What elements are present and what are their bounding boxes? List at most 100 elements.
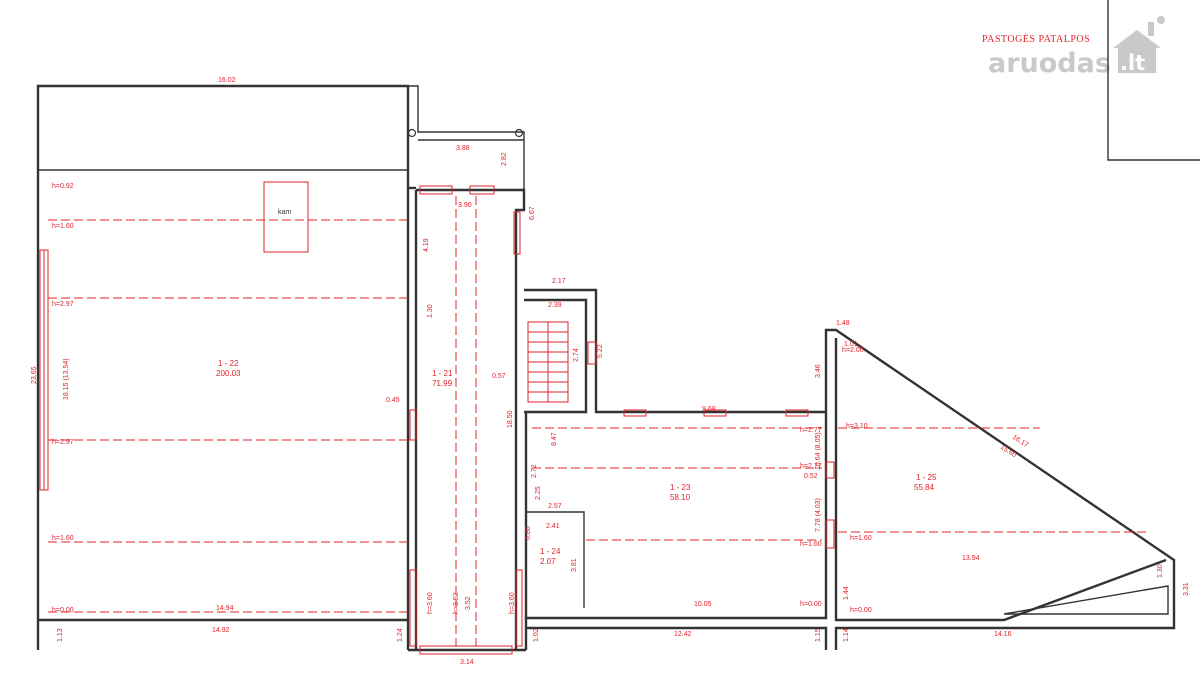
svg-text:h=1.60: h=1.60 bbox=[800, 541, 822, 548]
svg-text:1.13: 1.13 bbox=[57, 628, 64, 642]
logo-brand: aruodas bbox=[988, 48, 1111, 79]
svg-text:3.46: 3.46 bbox=[815, 364, 822, 378]
svg-text:1.30: 1.30 bbox=[1157, 564, 1164, 578]
svg-text:1.02: 1.02 bbox=[533, 628, 540, 642]
corridor-balcony bbox=[408, 85, 525, 190]
svg-text:h=3.10: h=3.10 bbox=[846, 423, 868, 430]
openings: kam bbox=[39, 181, 835, 655]
room-25-inner-wall bbox=[834, 338, 1167, 622]
svg-text:2.41: 2.41 bbox=[546, 523, 560, 530]
stair-icon bbox=[527, 321, 569, 403]
logo-suffix: .lt bbox=[1120, 51, 1145, 75]
room-24-id: 1 - 24 bbox=[540, 547, 561, 556]
svg-text:0.52: 0.52 bbox=[804, 473, 818, 480]
svg-text:4.19: 4.19 bbox=[423, 238, 430, 252]
svg-text:16.17: 16.17 bbox=[1011, 434, 1030, 449]
room-24-area: 2.07 bbox=[540, 557, 556, 566]
plan-title: PASTOGĖS PATALPOS bbox=[982, 33, 1090, 45]
stair-block-wall bbox=[524, 288, 826, 414]
svg-text:2.72: 2.72 bbox=[531, 464, 538, 478]
svg-text:0.45: 0.45 bbox=[386, 397, 400, 404]
svg-text:1.30: 1.30 bbox=[427, 304, 434, 318]
svg-text:8.47: 8.47 bbox=[551, 432, 558, 446]
svg-text:1.14: 1.14 bbox=[843, 628, 850, 642]
svg-text:2.57: 2.57 bbox=[548, 503, 562, 510]
room-21-id: 1 - 21 bbox=[432, 369, 453, 378]
svg-text:3.90: 3.90 bbox=[458, 202, 472, 209]
svg-text:h=0.00: h=0.00 bbox=[800, 601, 822, 608]
svg-text:9.68: 9.68 bbox=[702, 406, 716, 413]
svg-text:h=3.60: h=3.60 bbox=[509, 592, 516, 614]
room-21-area: 71.99 bbox=[432, 379, 453, 388]
dimensions: 16.02 3.88 2.82 3.90 6.67 4.19 1.30 0.45… bbox=[31, 77, 1190, 666]
svg-text:10.05: 10.05 bbox=[694, 601, 712, 608]
svg-text:3.81: 3.81 bbox=[571, 558, 578, 572]
room-25-outer-wall bbox=[824, 328, 1176, 650]
svg-text:2.25: 2.25 bbox=[535, 486, 542, 500]
svg-text:14.94: 14.94 bbox=[216, 605, 234, 612]
svg-text:18.15 (13.54): 18.15 (13.54) bbox=[63, 358, 70, 400]
logo-house-box bbox=[1118, 46, 1156, 73]
svg-text:1.44: 1.44 bbox=[843, 586, 850, 600]
room-24-walls bbox=[526, 511, 585, 608]
room-22-id: 1 - 22 bbox=[218, 359, 239, 368]
svg-text:h=0.92: h=0.92 bbox=[52, 183, 74, 190]
svg-text:1.24: 1.24 bbox=[397, 628, 404, 642]
stair-inner-wall bbox=[524, 298, 588, 414]
svg-text:h=2.77: h=2.77 bbox=[800, 463, 822, 470]
kam-label: kam bbox=[278, 209, 291, 216]
svg-text:h=2.97: h=2.97 bbox=[52, 439, 74, 446]
svg-text:2.82: 2.82 bbox=[501, 152, 508, 166]
svg-text:23.65: 23.65 bbox=[31, 366, 38, 384]
svg-text:7.78 (4.03): 7.78 (4.03) bbox=[815, 498, 822, 532]
height-lines bbox=[48, 196, 1150, 646]
room-25-area: 55.84 bbox=[914, 483, 935, 492]
svg-text:12.42: 12.42 bbox=[674, 631, 692, 638]
room-23-id: 1 - 23 bbox=[670, 483, 691, 492]
logo-roof-icon bbox=[1113, 30, 1161, 48]
svg-text:h=1.60: h=1.60 bbox=[52, 535, 74, 542]
svg-text:h=0.00: h=0.00 bbox=[52, 607, 74, 614]
svg-text:h=3.52: h=3.52 bbox=[453, 592, 460, 614]
svg-text:10.64 (8.05): 10.64 (8.05) bbox=[815, 432, 822, 470]
svg-text:6.67: 6.67 bbox=[529, 206, 536, 220]
room-23-walls bbox=[524, 412, 828, 620]
kam-box bbox=[263, 181, 309, 253]
logo-chimney-icon bbox=[1148, 22, 1154, 36]
room-25-id: 1 - 25 bbox=[916, 473, 937, 482]
svg-text:1.15: 1.15 bbox=[815, 628, 822, 642]
svg-text:3.88: 3.88 bbox=[456, 145, 470, 152]
svg-text:0.86: 0.86 bbox=[525, 526, 532, 540]
room-labels: 1 - 22 200.03 1 - 21 71.99 1 - 23 58.10 … bbox=[216, 359, 937, 566]
room-23-area: 58.10 bbox=[670, 493, 691, 502]
corridor-right-wall bbox=[416, 188, 526, 650]
svg-text:h=2.97: h=2.97 bbox=[52, 301, 74, 308]
left-wing-outer-wall bbox=[36, 84, 410, 620]
svg-text:5.22: 5.22 bbox=[597, 344, 604, 358]
svg-text:14.16: 14.16 bbox=[994, 631, 1012, 638]
svg-text:13.94: 13.94 bbox=[962, 555, 980, 562]
walls bbox=[36, 84, 1176, 652]
height-markers: h=0.92 h=1.60 h=2.97 h=2.97 h=1.60 h=0.0… bbox=[52, 183, 872, 614]
svg-text:h=0.00: h=0.00 bbox=[850, 607, 872, 614]
svg-text:1.01: 1.01 bbox=[844, 341, 858, 348]
svg-text:h=3.60: h=3.60 bbox=[427, 592, 434, 614]
svg-text:3.14: 3.14 bbox=[460, 659, 474, 666]
room-22-area: 200.03 bbox=[216, 369, 241, 378]
svg-text:h=2.77: h=2.77 bbox=[800, 427, 822, 434]
svg-text:14.92: 14.92 bbox=[212, 627, 230, 634]
room-25-niche bbox=[1003, 585, 1169, 615]
title-block-frame bbox=[1107, 0, 1200, 161]
dim-top-width: 16.02 bbox=[218, 77, 236, 84]
aruodas-logo: aruodas .lt bbox=[988, 16, 1165, 79]
svg-text:18.50: 18.50 bbox=[507, 410, 514, 428]
svg-text:2.74: 2.74 bbox=[573, 348, 580, 362]
middle-bottom-wall bbox=[526, 626, 828, 650]
logo-smoke-icon bbox=[1157, 16, 1165, 24]
svg-text:1.48: 1.48 bbox=[836, 320, 850, 327]
svg-text:h=1.60: h=1.60 bbox=[850, 535, 872, 542]
svg-text:2.39: 2.39 bbox=[548, 302, 562, 309]
svg-text:h=1.60: h=1.60 bbox=[52, 223, 74, 230]
svg-text:3.31: 3.31 bbox=[1183, 582, 1190, 596]
